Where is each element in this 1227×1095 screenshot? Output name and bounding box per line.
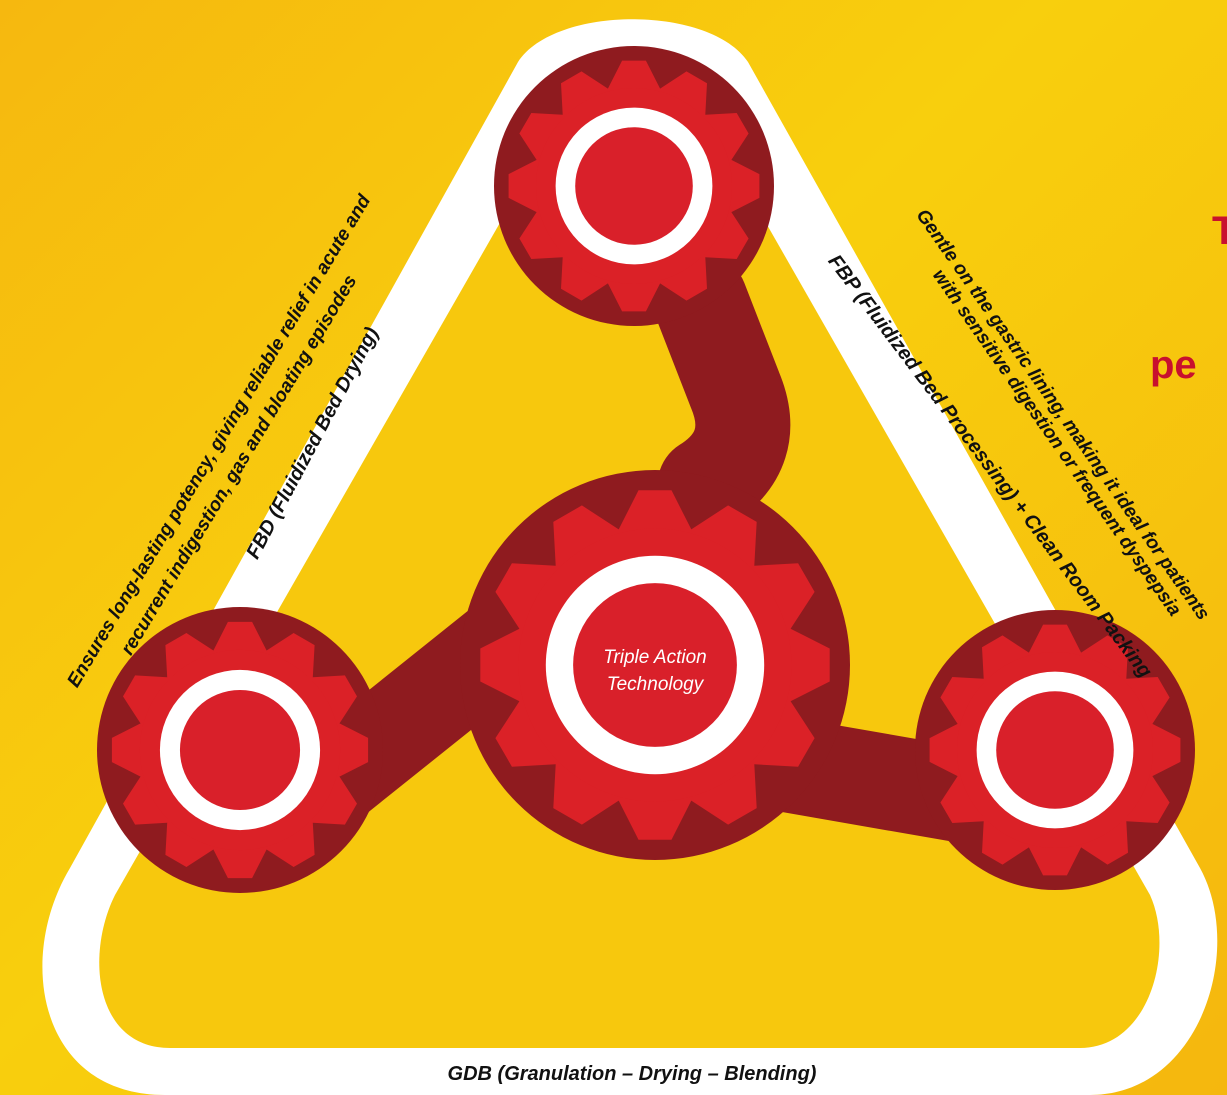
gear-right xyxy=(915,610,1195,890)
gear-center-hub xyxy=(573,583,737,747)
gear-left xyxy=(97,607,383,893)
gear-center xyxy=(460,470,850,860)
partial-heading-line1: T xyxy=(1212,209,1227,253)
gear-top-hub xyxy=(575,127,693,245)
gear-right-hub xyxy=(996,691,1114,809)
center-label-line1: Triple Action xyxy=(603,647,706,668)
center-label-line2: Technology xyxy=(607,674,705,695)
gear-top xyxy=(494,46,774,326)
arm-top xyxy=(652,252,791,533)
partial-heading-line2: pe xyxy=(1150,343,1197,387)
bottom-side-title: GDB (Granulation – Drying – Blending) xyxy=(448,1063,817,1085)
gear-left-hub xyxy=(179,689,301,811)
